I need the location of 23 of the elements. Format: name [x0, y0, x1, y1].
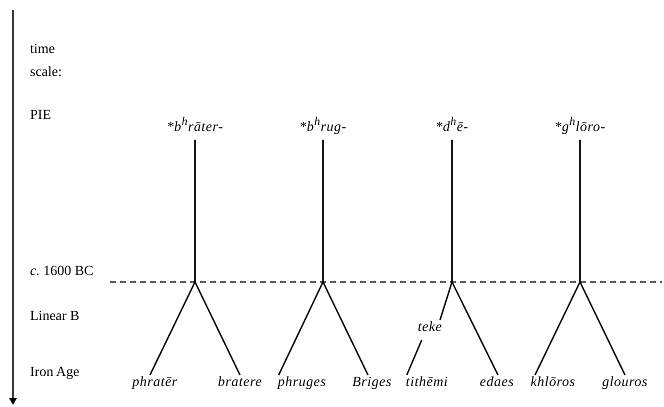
root-word: *d$^{h}$ē-	[435, 114, 469, 136]
branch-line	[194, 140, 241, 376]
branch-line	[451, 140, 499, 376]
word-form: bratere	[218, 375, 262, 391]
period-label: PIE	[30, 107, 51, 125]
word-form: teke	[418, 320, 442, 336]
branch-line	[406, 340, 422, 376]
word-form: Briges	[352, 375, 392, 391]
word-form: phruges	[278, 375, 326, 391]
branch-line	[322, 140, 369, 376]
root-word: *b$^{h}$rug-	[299, 114, 347, 136]
root-word: *g$^{h}$lōro-	[554, 114, 606, 136]
word-form: tithēmi	[406, 375, 448, 391]
period-label: Linear B	[30, 308, 80, 326]
root-word: *b$^{h}$rāter-	[166, 114, 224, 136]
word-form: phratēr	[132, 375, 178, 391]
word-form: glouros	[602, 375, 648, 391]
word-form: khlōros	[530, 375, 576, 391]
branch-line	[579, 140, 626, 376]
period-label: Iron Age	[30, 364, 80, 382]
word-form: edaes	[480, 375, 514, 391]
date-label: c. 1600 BC	[30, 263, 94, 281]
time-scale-label: time scale:	[30, 41, 63, 82]
